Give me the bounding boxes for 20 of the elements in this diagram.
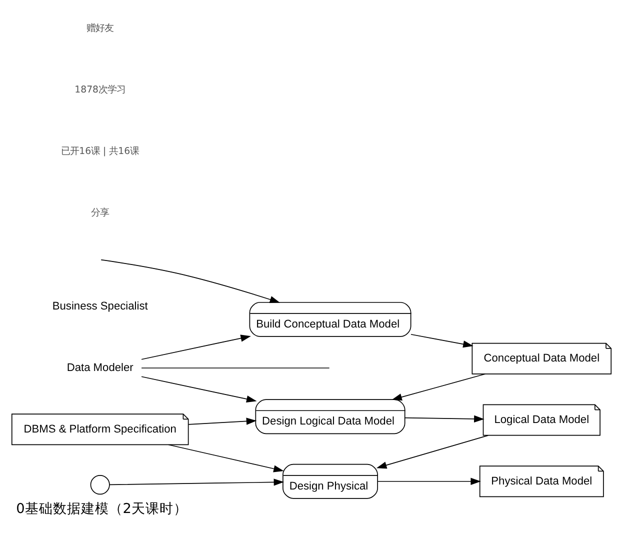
connector: [141, 367, 330, 368]
arrow: [188, 417, 257, 424]
arrow: [410, 333, 474, 348]
arrow: [141, 334, 251, 360]
arrow: [376, 434, 489, 468]
label: 1878次学习: [74, 84, 126, 96]
arrow: [100, 258, 280, 302]
node-text: Data Modeler: [66, 361, 134, 374]
node-text: Business Specialist: [52, 300, 148, 312]
arrow: [141, 376, 257, 402]
arrow: [404, 414, 484, 422]
diagram-title: 0基础数据建模（2天课时）: [16, 500, 188, 516]
arrow: [392, 373, 486, 400]
arrow: [168, 444, 284, 472]
label: 分享: [91, 206, 110, 218]
label: 赠好友: [86, 22, 114, 34]
label: 已开16课 | 共16课: [61, 145, 140, 156]
arrow: [109, 478, 284, 486]
node-person: [90, 474, 110, 494]
arrow: [377, 477, 481, 484]
